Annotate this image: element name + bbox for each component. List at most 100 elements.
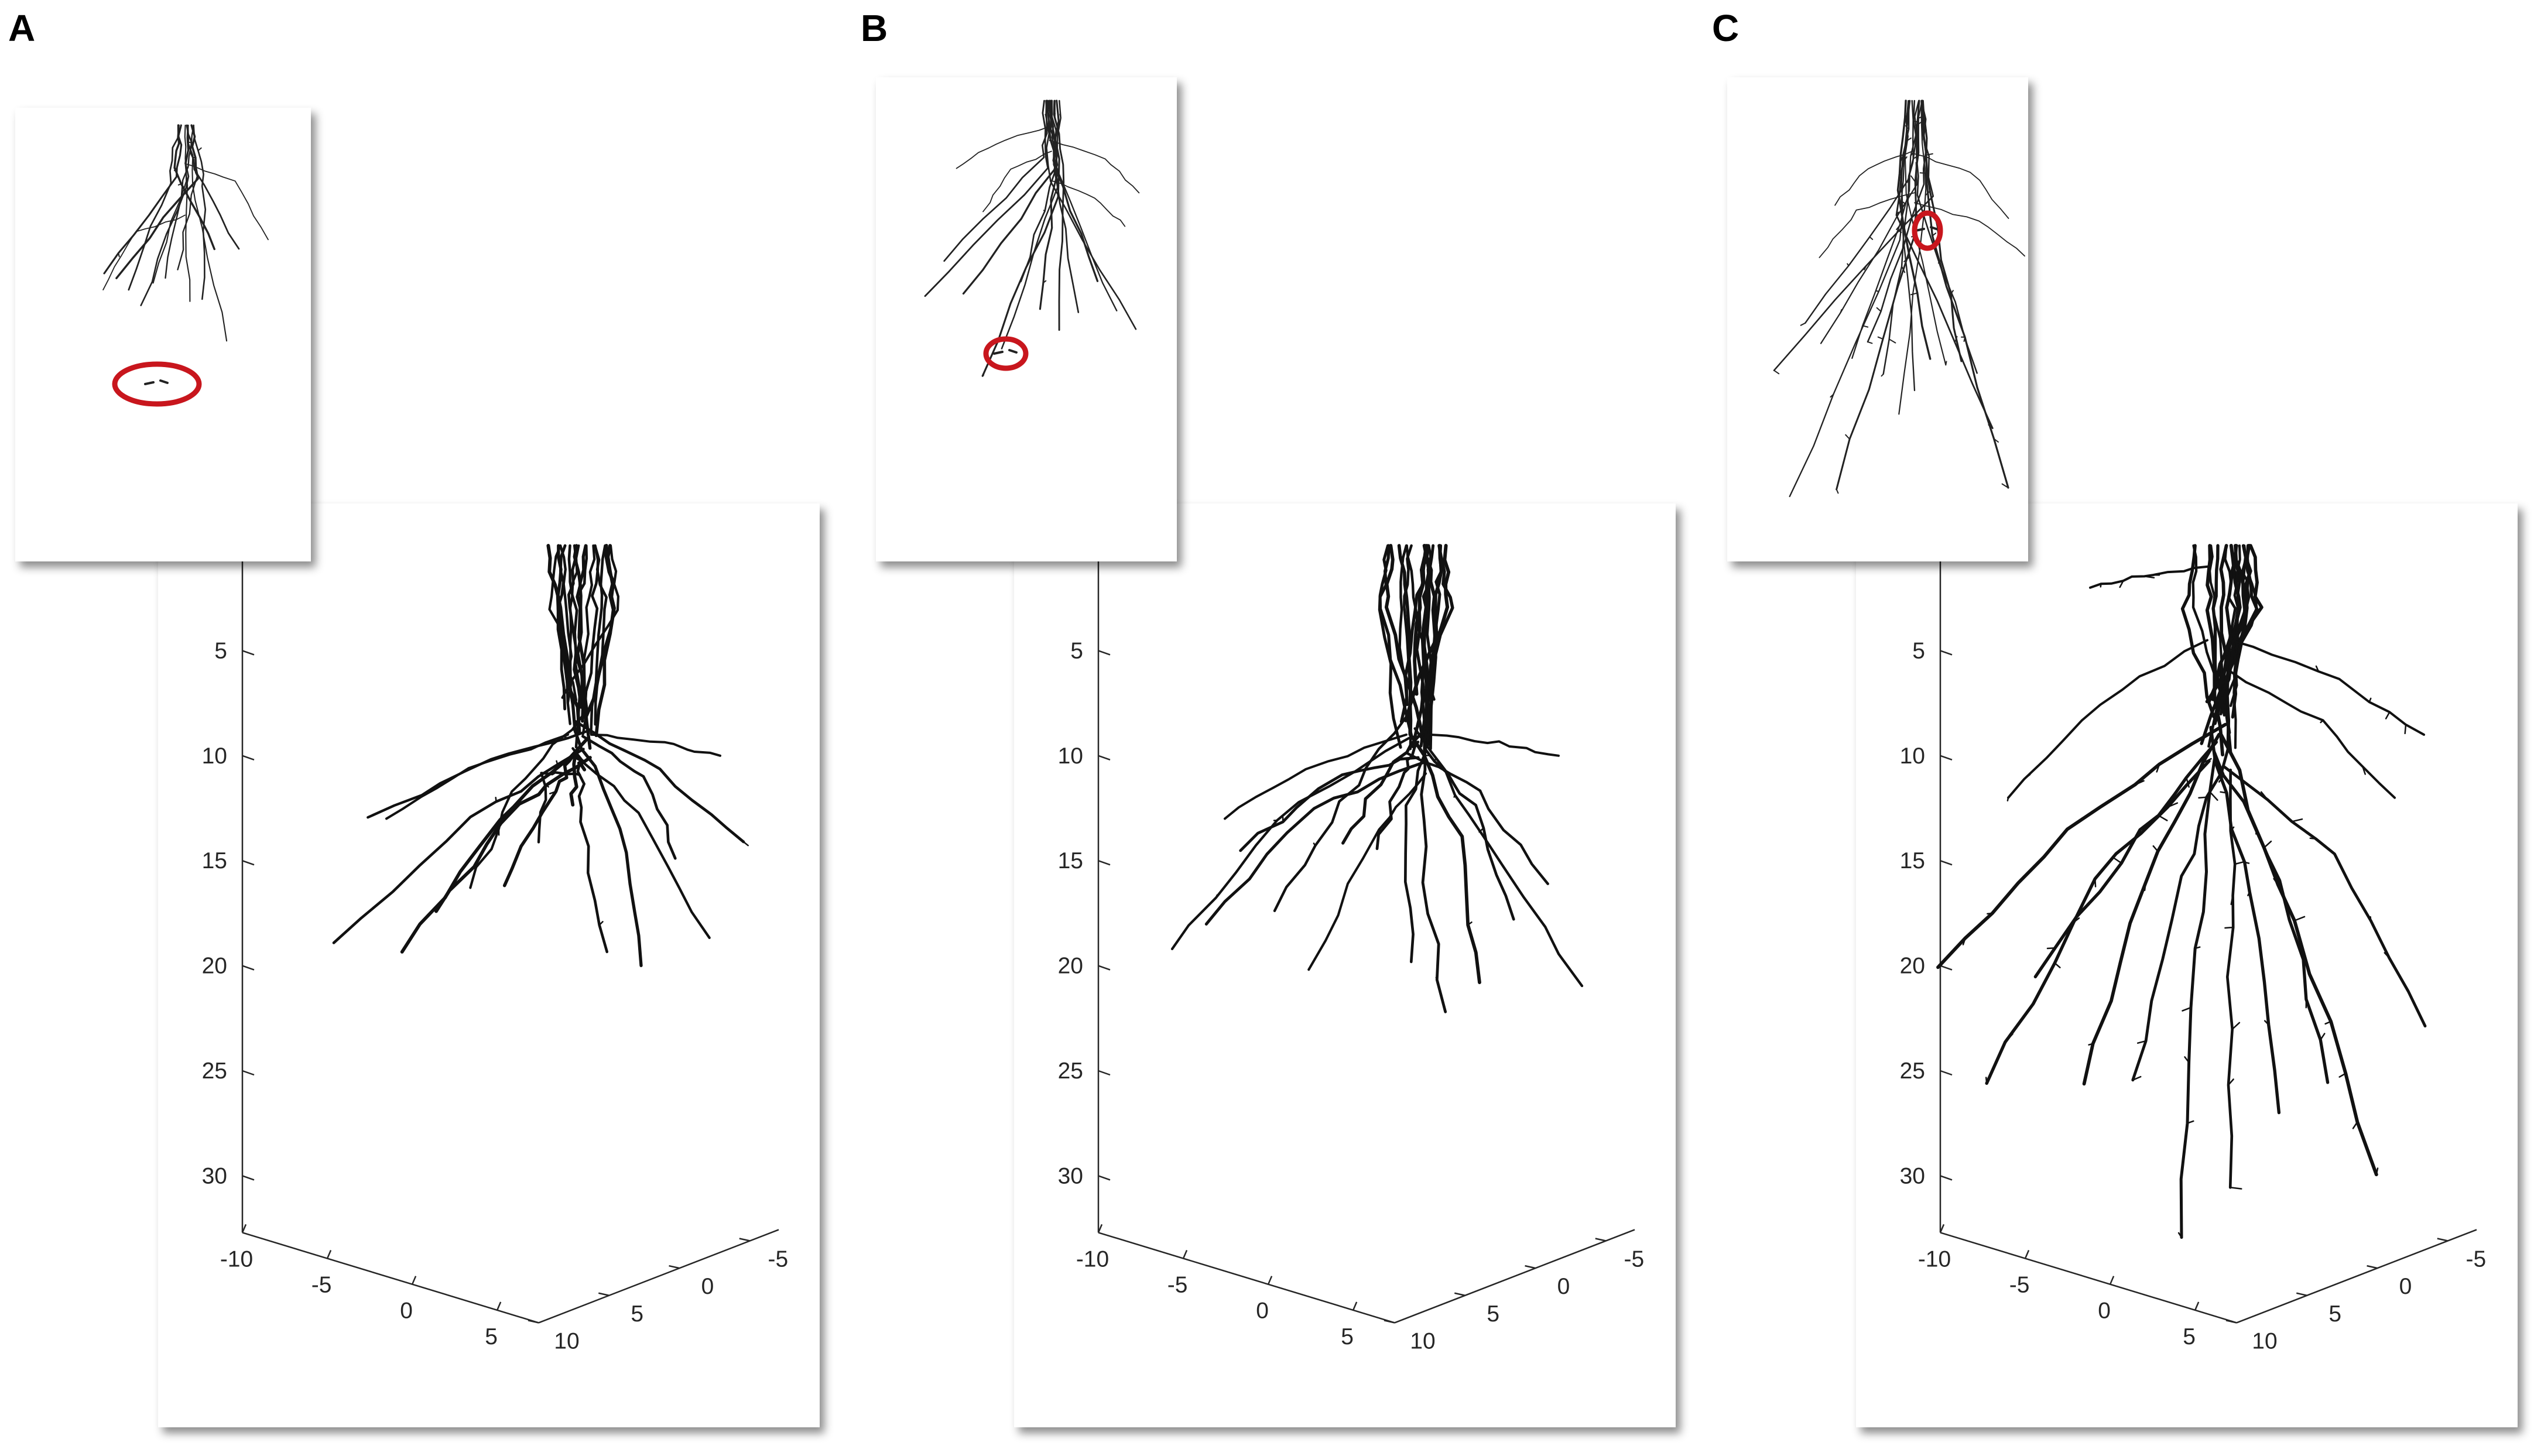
scan-lateral-root — [1051, 140, 1140, 194]
root-segment — [2205, 544, 2225, 757]
z-tick-mark — [1098, 755, 1111, 760]
scan-lateral-root — [1914, 202, 2025, 257]
z-tick-label: 30 — [1900, 1163, 1925, 1188]
scan-root-hair — [1954, 335, 1958, 343]
scan-root-hair — [1862, 325, 1869, 328]
root-segment — [1405, 752, 1549, 885]
scan-root-segment — [1913, 100, 1978, 374]
z-tick-mark — [242, 1070, 255, 1076]
scan-root-segment — [1896, 100, 1932, 360]
z-tick-label: 5 — [214, 638, 227, 663]
lateral-root — [2230, 670, 2396, 799]
y-tick-mark — [2225, 1320, 2237, 1324]
scan-root-hair — [197, 147, 202, 152]
y-tick-mark — [1525, 1265, 1536, 1269]
root-hair — [598, 921, 604, 926]
highlight-ellipse — [112, 361, 202, 407]
root-hair — [2375, 1167, 2379, 1176]
scan-thumbnail-a — [15, 108, 311, 561]
root-hair — [2260, 791, 2269, 801]
root-segment — [2219, 733, 2378, 1177]
z-tick-mark — [1098, 860, 1111, 866]
root-hair — [2136, 1040, 2147, 1044]
scan-root-hair — [118, 252, 120, 258]
scan-root-segment — [943, 100, 1048, 262]
x-tick-label: -10 — [1076, 1246, 1109, 1272]
root-segment — [2212, 749, 2330, 1084]
scan-root-segment — [186, 124, 240, 250]
root-segment — [581, 544, 596, 736]
root-system — [1170, 544, 1584, 1013]
root-hair — [1467, 921, 1473, 926]
scan-roots-a — [102, 124, 269, 407]
root-segment — [2207, 544, 2242, 703]
scan-root-hair — [177, 183, 182, 186]
root-hair — [2244, 861, 2250, 864]
z-tick-label: 25 — [1058, 1058, 1083, 1084]
root-hair — [2167, 802, 2179, 808]
y-tick-mark — [2437, 1238, 2449, 1242]
scan-root-hair — [1888, 338, 1896, 344]
z-tick-label: 30 — [1058, 1163, 1083, 1188]
y-axis-line — [538, 1229, 779, 1324]
y-tick-label: 10 — [554, 1328, 579, 1354]
root-hair — [2229, 1187, 2242, 1190]
scan-root-segment — [1045, 100, 1137, 330]
scan-root-segment — [1820, 100, 1923, 344]
root-segment — [576, 760, 609, 954]
scan-root-hair — [1800, 322, 1806, 326]
root-segment — [590, 544, 607, 735]
scan-lateral-root — [1834, 149, 1915, 206]
root-hair — [2320, 1033, 2326, 1041]
x-tick-label: -10 — [1918, 1246, 1951, 1272]
lateral-root — [590, 733, 721, 757]
root-hair — [2368, 697, 2372, 703]
scan-root-segment — [128, 124, 180, 291]
y-tick-mark — [598, 1292, 609, 1296]
scan-roots-b — [924, 100, 1140, 377]
x-tick-mark — [496, 1301, 502, 1311]
scan-root-hair — [982, 374, 984, 377]
scan-root-segment — [103, 124, 183, 275]
y-tick-mark — [669, 1265, 680, 1269]
root-segment — [1424, 748, 1515, 921]
root-hair — [2182, 1006, 2192, 1012]
scan-root-hair — [1932, 232, 1937, 237]
x-axis-line — [1098, 1232, 1395, 1324]
scan-root-hair — [1918, 119, 1926, 125]
root-segment — [2033, 740, 2218, 979]
root-segment — [2180, 544, 2215, 718]
x-tick-mark — [411, 1276, 417, 1285]
scan-root-hair — [1830, 393, 1834, 398]
root-hair — [2143, 882, 2147, 891]
root-hair — [2054, 962, 2061, 968]
root-segment — [2220, 544, 2247, 697]
z-tick-mark — [242, 860, 255, 866]
highlight-ellipse — [1912, 210, 1943, 251]
root-hair — [2189, 787, 2192, 795]
z-tick-label: 20 — [1058, 954, 1083, 979]
z-tick-mark — [1098, 1175, 1111, 1181]
scan-root-segment — [1773, 100, 1934, 371]
scan-root-hair — [1847, 263, 1850, 266]
root-hair — [2186, 776, 2190, 788]
z-tick-mark — [1098, 1070, 1111, 1076]
y-tick-label: 10 — [1410, 1328, 1435, 1354]
root-segment — [2209, 725, 2281, 1115]
scan-root-hair — [1913, 120, 1918, 123]
highlight-ellipse — [983, 336, 1029, 371]
root-hair — [2362, 766, 2366, 775]
root-hair — [2209, 791, 2218, 801]
root-hair — [2004, 1033, 2013, 1043]
z-tick-mark — [1940, 755, 1953, 760]
root-hair — [2220, 791, 2228, 794]
root-segment — [1239, 756, 1420, 852]
root-segment — [572, 726, 643, 967]
z-tick-label: 25 — [202, 1058, 227, 1084]
root-hair — [2230, 895, 2234, 905]
x-tick-label: -10 — [220, 1246, 253, 1272]
